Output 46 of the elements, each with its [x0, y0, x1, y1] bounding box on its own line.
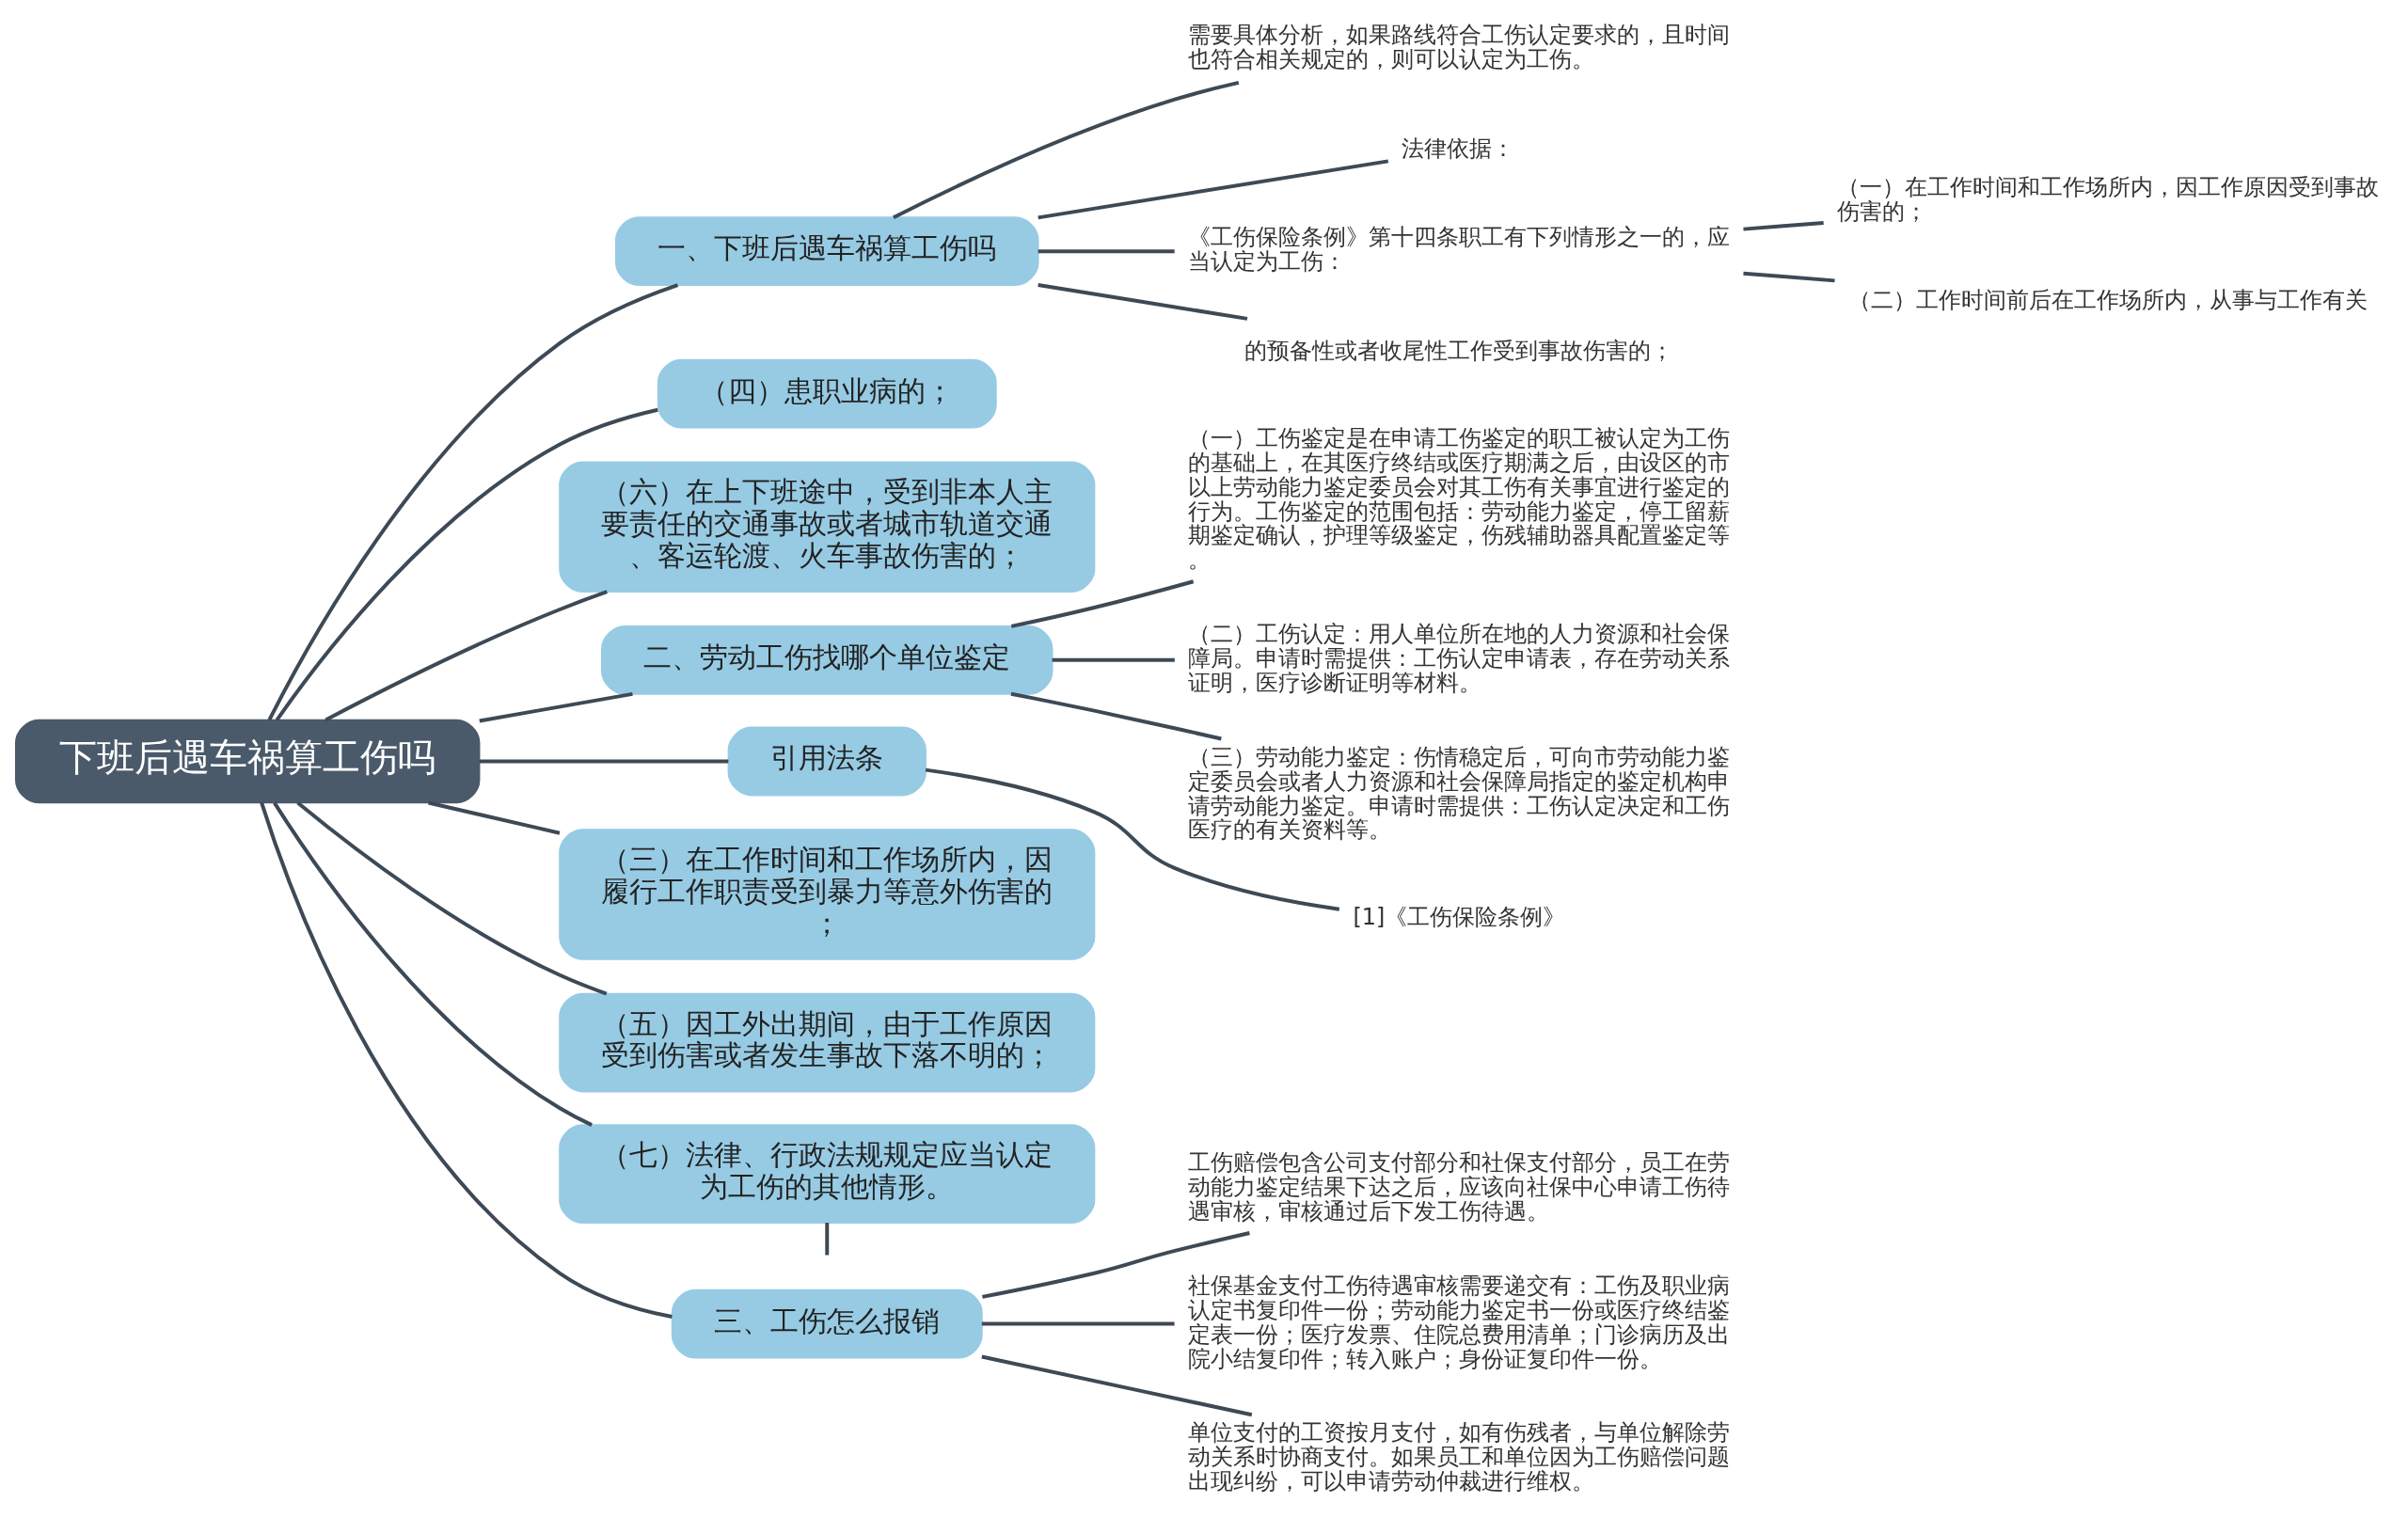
connector: [1038, 249, 1175, 254]
connector: [825, 1223, 830, 1256]
connector: [273, 801, 593, 1127]
node-text: 社保基金支付工伤待遇审核需要递交有：工伤及职业病认定书复印件一份；劳动能力鉴定书一份或医疗终结鉴定表一份；医疗发票、住院总费用清单；门诊病历及出院小结复印件；转入账户；身份证复印件一份。: [1188, 1272, 1731, 1372]
connector: [981, 1321, 1175, 1326]
node-text: 单位支付的工资按月支付，如有伤残者，与单位解除劳动关系时协商支付。如果员工和单位因为工伤赔偿问题出现纠纷，可以申请劳动仲裁进行维权。: [1188, 1419, 1731, 1495]
node-text: （一）工伤鉴定是在申请工伤鉴定的职工被认定为工伤的基础上，在其医疗终结或医疗期满之后，由设区的市以上劳动能力鉴定委员会对其工伤有关事宜进行鉴定的行为。工伤鉴定的范围包括：劳动能力鉴定，停工留薪期鉴定确认，护理等级鉴定，伤残辅助器具配置鉴定等。: [1188, 424, 1731, 574]
node-box: （四）患职业病的；: [657, 358, 997, 429]
node-text: （三）劳动能力鉴定：伤情稳定后，可向市劳动能力鉴定委员会或者人力资源和社会保障局指定的鉴定机构申请劳动能力鉴定。申请时需提供：工伤认定决定和工伤医疗的有关资料等。: [1188, 743, 1731, 844]
node-text: 法律依据：: [1402, 134, 1515, 162]
node-text: 《工伤保险条例》第十四条职工有下列情形之一的，应当认定为工伤：: [1188, 224, 1731, 276]
node-text: （二）工伤认定：用人单位所在地的人力资源和社会保障局。申请时需提供：工伤认定申请表，存在劳动关系证明，医疗诊断证明等材料。: [1188, 621, 1731, 696]
connector: [1038, 159, 1389, 220]
node-text: 的预备性或者收尾性工作受到事故伤害的；: [1244, 338, 1673, 365]
connector: [260, 801, 673, 1319]
connector: [275, 407, 658, 721]
connector: [267, 283, 679, 721]
connector: [1010, 691, 1222, 741]
node-box: （五）因工外出期间，由于工作原因受到伤害或者发生事故下落不明的；: [559, 992, 1096, 1093]
connector: [1010, 579, 1195, 628]
connector: [1038, 283, 1248, 321]
connector: [428, 800, 561, 835]
node-box: 二、劳动工伤找哪个单位鉴定: [601, 625, 1054, 695]
node-text: 工伤赔偿包含公司支付部分和社保支付部分，员工在劳动能力鉴定结果下达之后，应该向社保中心申请工伤待遇审核，审核通过后下发工伤待遇。: [1188, 1149, 1731, 1225]
connector: [981, 1231, 1250, 1299]
connector: [479, 691, 633, 723]
connector: [1743, 271, 1835, 283]
connector: [925, 767, 1340, 911]
node-box: （七）法律、行政法规规定应当认定为工伤的其他情形。: [559, 1124, 1096, 1224]
connector: [1743, 220, 1824, 231]
node-text: （二）工作时间前后在工作场所内，从事与工作有关: [1847, 287, 2368, 314]
node-box: 三、工伤怎么报销: [671, 1289, 983, 1359]
node-box: （六）在上下班途中，受到非本人主要责任的交通事故或者城市轨道交通、客运轮渡、火车事故伤害的；: [559, 461, 1096, 593]
node-box: 一、下班后遇车祸算工伤吗: [614, 216, 1039, 287]
node-text: （一）在工作时间和工作场所内，因工作原因受到事故伤害的；: [1836, 173, 2379, 225]
connector: [1052, 657, 1175, 662]
connector: [325, 590, 608, 722]
connector: [296, 801, 608, 996]
node-box: （三）在工作时间和工作场所内，因履行工作职责受到暴力等意外伤害的；: [559, 829, 1096, 960]
node-text: 需要具体分析，如果路线符合工伤认定要求的，且时间也符合相关规定的，则可以认定为工伤。: [1188, 22, 1731, 73]
connector: [893, 80, 1240, 219]
connector: [981, 1354, 1253, 1417]
node-text: [1]《工伤保险条例》: [1353, 904, 1566, 931]
node-box: 下班后遇车祸算工伤吗: [14, 719, 481, 804]
connector: [479, 759, 729, 764]
node-box: 引用法条: [727, 726, 927, 797]
